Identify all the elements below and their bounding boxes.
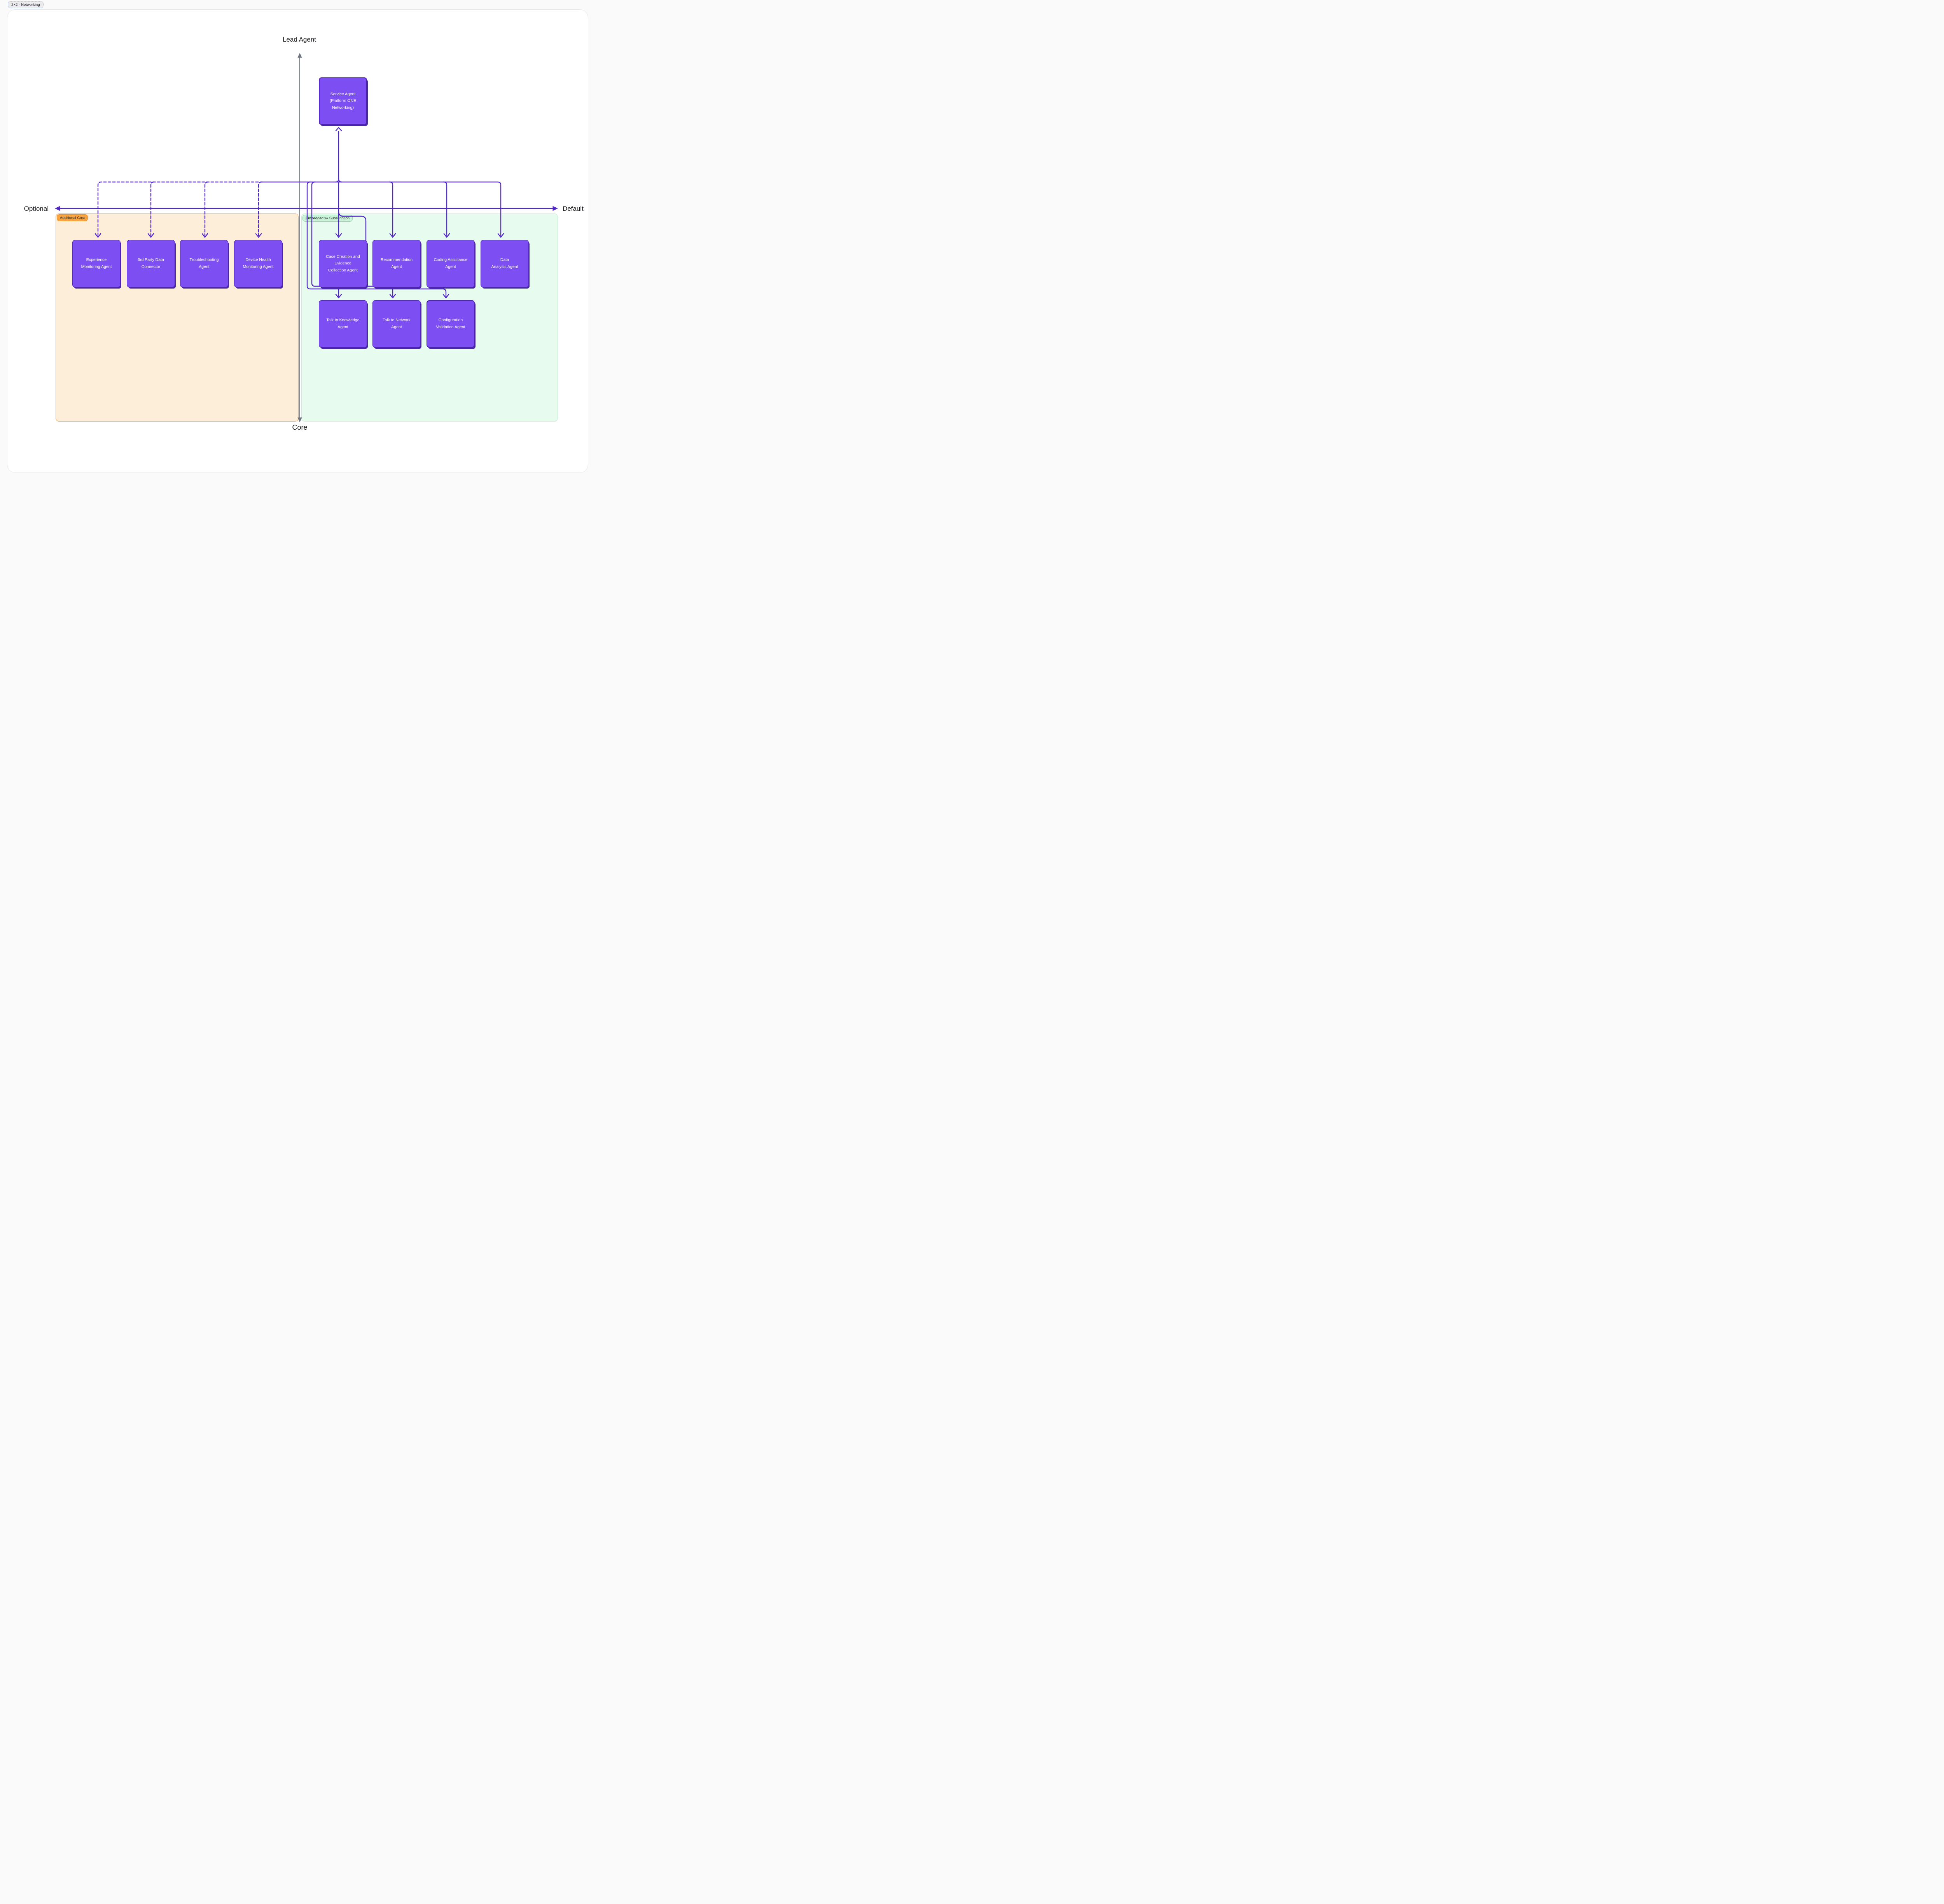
node-label: 3rd Party Data Connector <box>138 257 164 269</box>
node-device-health-monitoring-agent[interactable]: Device Health Monitoring Agent <box>234 240 282 287</box>
node-label: Data Analysis Agent <box>491 257 518 269</box>
axis-label-left: Optional <box>24 205 49 212</box>
axis-label-right: Default <box>563 205 584 212</box>
node-label: Talk to Network Agent <box>383 318 411 329</box>
node-coding-assistance-agent[interactable]: Coding Assistance Agent <box>427 240 475 287</box>
node-service-agent[interactable]: Service Agent (Platform ONE Networking) <box>319 77 367 125</box>
node-label: Coding Assistance Agent <box>434 257 468 269</box>
node-talk-to-network-agent[interactable]: Talk to Network Agent <box>372 300 421 348</box>
node-label: Configuration Validation Agent <box>436 318 465 329</box>
node-label: Device Health Monitoring Agent <box>243 257 274 269</box>
node-troubleshooting-agent[interactable]: Troubleshooting Agent <box>180 240 228 287</box>
node-data-analysis-agent[interactable]: Data Analysis Agent <box>481 240 529 287</box>
node-recommendation-agent[interactable]: Recommendation Agent <box>372 240 421 287</box>
node-label: Case Creation and Evidence Collection Ag… <box>326 254 360 273</box>
node-label: Troubleshooting Agent <box>189 257 219 269</box>
node-label: Recommendation Agent <box>380 257 413 269</box>
region-badge-embedded: Embedded w/ Subscription <box>302 215 353 222</box>
node-label: Service Agent (Platform ONE Networking) <box>329 91 357 110</box>
node-3rd-party-data-connector[interactable]: 3rd Party Data Connector <box>127 240 175 287</box>
axis-label-top: Lead Agent <box>282 36 316 43</box>
node-label: Talk to Knowledge Agent <box>326 318 360 329</box>
node-case-creation-evidence-agent[interactable]: Case Creation and Evidence Collection Ag… <box>319 240 367 287</box>
node-configuration-validation-agent[interactable]: Configuration Validation Agent <box>427 300 475 348</box>
node-label: Experience Monitoring Agent <box>81 257 112 269</box>
region-badge-additional-cost: Additional Cost <box>57 214 88 221</box>
diagram-title-badge[interactable]: 2×2 - Networking <box>8 1 44 8</box>
axis-label-bottom: Core <box>292 424 308 431</box>
node-talk-to-knowledge-agent[interactable]: Talk to Knowledge Agent <box>319 300 367 348</box>
node-experience-monitoring-agent[interactable]: Experience Monitoring Agent <box>72 240 121 287</box>
